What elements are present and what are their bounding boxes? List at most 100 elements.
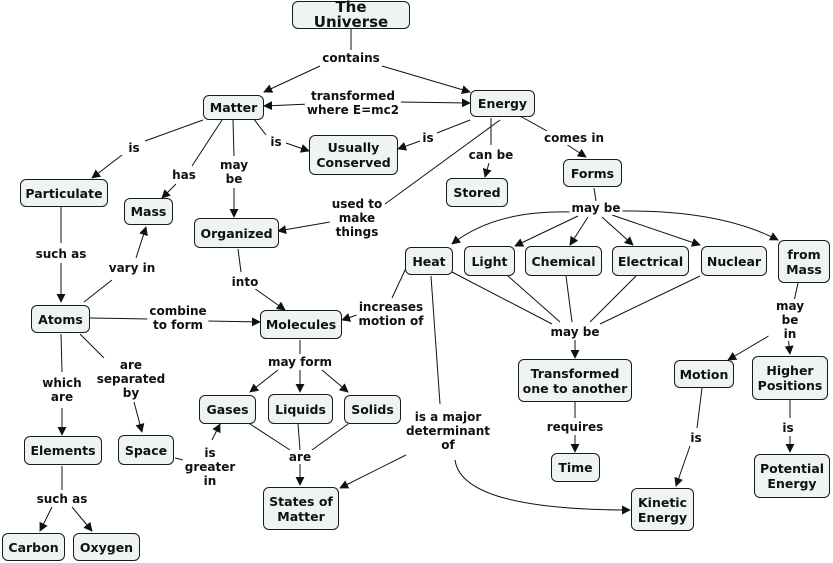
link-such-as-elements: such as [34,492,90,506]
edge-is-kinetic [674,445,691,487]
node-particulate[interactable]: Particulate [20,179,108,207]
edge-used-organized [277,221,331,235]
node-light[interactable]: Light [464,246,515,276]
edge-maybe-frommass [621,210,779,241]
edge-atoms-varyin [83,279,113,303]
link-may-be-forms: may be [569,201,623,215]
edge-is-particulate [91,154,123,179]
link-into: into [229,275,261,289]
edge-matter-is-particulate [144,119,204,142]
node-elements[interactable]: Elements [24,436,102,465]
link-major-determinant: is a major determinant of [403,410,493,452]
node-electrical[interactable]: Electrical [612,246,689,276]
node-kinetic-energy[interactable]: Kinetic Energy [631,488,694,531]
edge-heat-determinant [430,275,441,405]
edge-maybe-heat [451,211,571,245]
edge-maybe-chemical [569,216,589,246]
edge-gases-are [249,423,291,451]
node-oxygen[interactable]: Oxygen [73,533,140,561]
node-molecules[interactable]: Molecules [260,310,342,339]
node-organized[interactable]: Organized [194,218,279,248]
edge-matter-has [191,119,223,167]
link-is-matter-conserved: is [268,135,284,149]
link-vary-in: vary in [106,261,158,275]
edge-energy-used [384,119,501,205]
edge-into-molecules [253,287,286,311]
node-potential-energy[interactable]: Potential Energy [754,454,830,498]
node-stored[interactable]: Stored [446,178,508,207]
node-nuclear[interactable]: Nuclear [701,246,767,276]
link-are-states: are [286,450,314,464]
node-transformed[interactable]: Transformed one to another [518,359,632,402]
edge-mayform-solids [321,369,349,393]
node-time[interactable]: Time [551,453,600,482]
edge-combine-molecules [205,317,261,327]
edge-heat-increases [391,267,407,299]
edge-determinant-states [339,454,407,489]
edge-transformed-energy [397,98,471,108]
node-gases[interactable]: Gases [199,395,256,424]
edge-heat-maybe2 [451,271,553,325]
node-states-of-matter[interactable]: States of Matter [263,487,339,530]
link-may-be-organized: may be [217,158,251,186]
edge-electrical-maybe2 [589,275,637,323]
link-transformed-where: transformed where E=mc2 [304,89,402,117]
edge-suchas-carbon [39,506,53,532]
edge-has-mass [161,183,177,199]
node-energy[interactable]: Energy [470,90,535,117]
link-comes-in: comes in [542,131,606,145]
edge-maybe-electrical [601,216,634,246]
link-can-be: can be [466,148,516,162]
edge-light-maybe2 [507,275,561,323]
node-higher-positions[interactable]: Higher Positions [752,356,828,400]
node-atoms[interactable]: Atoms [31,305,90,333]
node-chemical[interactable]: Chemical [525,246,602,276]
link-are-separated: are separated by [94,358,168,400]
edge-is-conserved-from-energy [397,140,421,151]
edge-separated-space [133,401,145,433]
edge-maybein-motion [727,333,773,361]
edge-matter-maybe [232,119,235,157]
node-solids[interactable]: Solids [344,395,401,424]
edge-organized-into [237,248,242,273]
node-mass[interactable]: Mass [124,198,173,225]
node-from-mass[interactable]: from Mass [778,240,830,283]
edge-comesin-forms [565,143,587,158]
edge-matter-is [252,117,267,136]
node-motion[interactable]: Motion [674,360,734,388]
link-requires: requires [544,420,606,434]
link-increases-motion: increases motion of [356,300,426,328]
edge-canbe-stored [482,162,492,178]
link-may-be-transformed: may be [548,325,602,339]
node-heat[interactable]: Heat [405,247,453,275]
node-carbon[interactable]: Carbon [2,533,65,561]
edge-chemical-maybe2 [565,275,573,323]
link-may-be-in: may be in [768,299,812,341]
edge-maybe-nuclear [611,214,701,247]
node-usually-conserved[interactable]: Usually Conserved [309,135,398,175]
node-matter[interactable]: Matter [203,95,264,120]
edge-atoms-whichare [60,333,63,373]
edge-varyin-mass [135,226,148,259]
node-liquids[interactable]: Liquids [268,394,333,424]
node-the-universe[interactable]: The Universe [292,0,410,30]
edge-liquids-are [297,423,301,451]
edge-motion-is [696,387,703,429]
link-has: has [170,168,198,182]
edge-is-conserved-from-matter [285,142,310,153]
edge-nuclear-maybe2 [599,275,701,325]
node-space[interactable]: Space [118,435,174,465]
link-is-kinetic: is [688,431,704,445]
link-such-as-atoms: such as [33,247,89,261]
edge-suchas-oxygen [71,506,93,532]
node-forms[interactable]: Forms [563,159,622,187]
edge-contains-matter [263,65,321,93]
edge-maybe-light [514,215,579,247]
edge-solids-are [311,423,349,451]
link-contains: contains [320,51,382,65]
edge-atoms-combine [89,317,149,320]
edge-energy-comesin [519,115,548,132]
edge-contains-energy [381,65,471,95]
edge-forms-maybe [593,187,597,202]
